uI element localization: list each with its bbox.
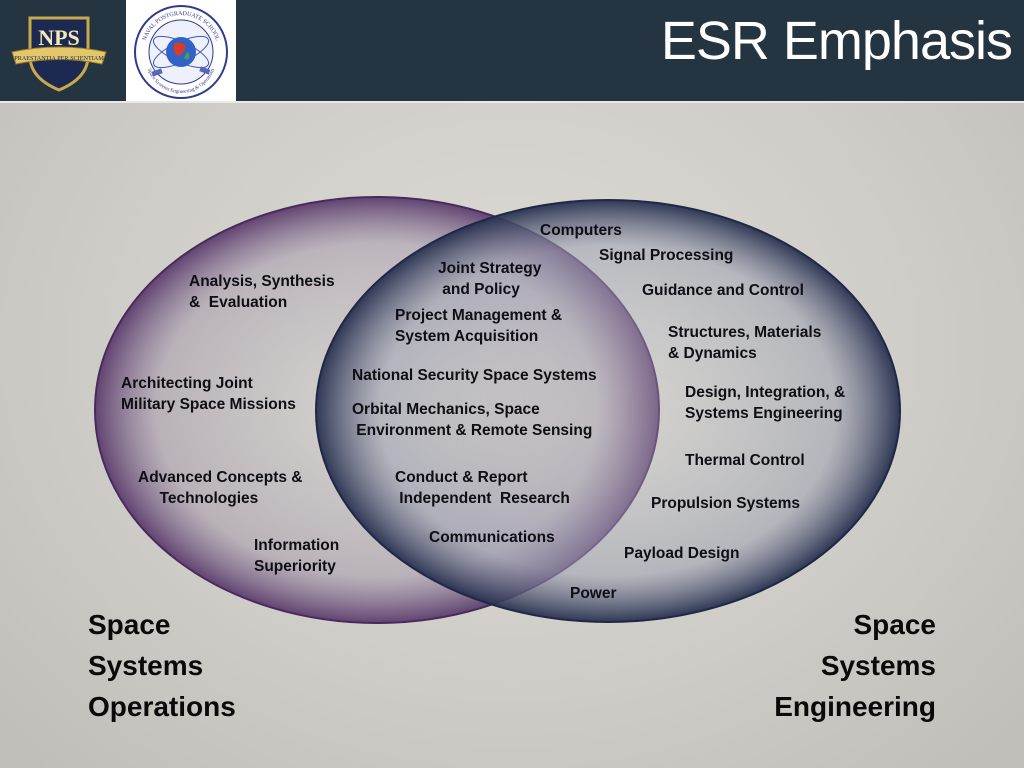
label-project-management: Project Management & System Acquisition xyxy=(395,307,563,345)
left-set-title-line-2: Systems xyxy=(88,650,204,681)
nps-motto-text: PRAESTANTIA PER SCIENTIAM xyxy=(14,55,104,62)
label-information-superiority: Information Superiority xyxy=(254,537,340,575)
label-guidance-control: Guidance and Control xyxy=(642,282,804,299)
label-orbital-mechanics: Orbital Mechanics, Space Environment & R… xyxy=(352,401,593,439)
left-set-title-line-3: Operations xyxy=(88,691,236,722)
label-national-security: National Security Space Systems xyxy=(352,367,597,384)
ssag-seal-logo: NAVAL POSTGRADUATE SCHOOL Space Systems … xyxy=(134,5,228,99)
label-analysis-synthesis: Analysis, Synthesis & Evaluation xyxy=(189,273,335,311)
label-thermal-control: Thermal Control xyxy=(685,452,805,469)
nps-logo-text: NPS xyxy=(38,25,80,50)
ssag-seal-container: NAVAL POSTGRADUATE SCHOOL Space Systems … xyxy=(126,0,236,101)
right-set-title-line-1: Space xyxy=(853,609,937,640)
label-structures-materials: Structures, Materials & Dynamics xyxy=(668,324,822,362)
right-set-title-line-3: Engineering xyxy=(774,691,936,722)
label-advanced-concepts: Advanced Concepts & Technologies xyxy=(138,469,303,507)
label-design-integration: Design, Integration, & Systems Engineeri… xyxy=(685,384,846,422)
label-conduct-research: Conduct & Report Independent Research xyxy=(395,469,570,507)
nps-shield-logo: NPS PRAESTANTIA PER SCIENTIAM xyxy=(11,16,107,92)
label-propulsion-systems: Propulsion Systems xyxy=(651,495,801,512)
right-set-circle xyxy=(315,199,901,623)
left-set-title-line-1: Space xyxy=(88,609,171,640)
label-signal-processing: Signal Processing xyxy=(599,247,734,264)
label-payload-design: Payload Design xyxy=(624,545,740,562)
label-power: Power xyxy=(570,585,617,602)
right-set-title-line-2: Systems xyxy=(820,650,936,681)
label-joint-strategy: Joint Strategy and Policy xyxy=(438,260,542,298)
label-architecting-joint-missions: Architecting Joint Military Space Missio… xyxy=(121,375,296,413)
label-computers: Computers xyxy=(540,222,622,239)
slide-title: ESR Emphasis xyxy=(660,11,1013,71)
label-communications: Communications xyxy=(429,529,555,546)
header-bar: NPS PRAESTANTIA PER SCIENTIAM NAVAL POST… xyxy=(0,0,1024,103)
